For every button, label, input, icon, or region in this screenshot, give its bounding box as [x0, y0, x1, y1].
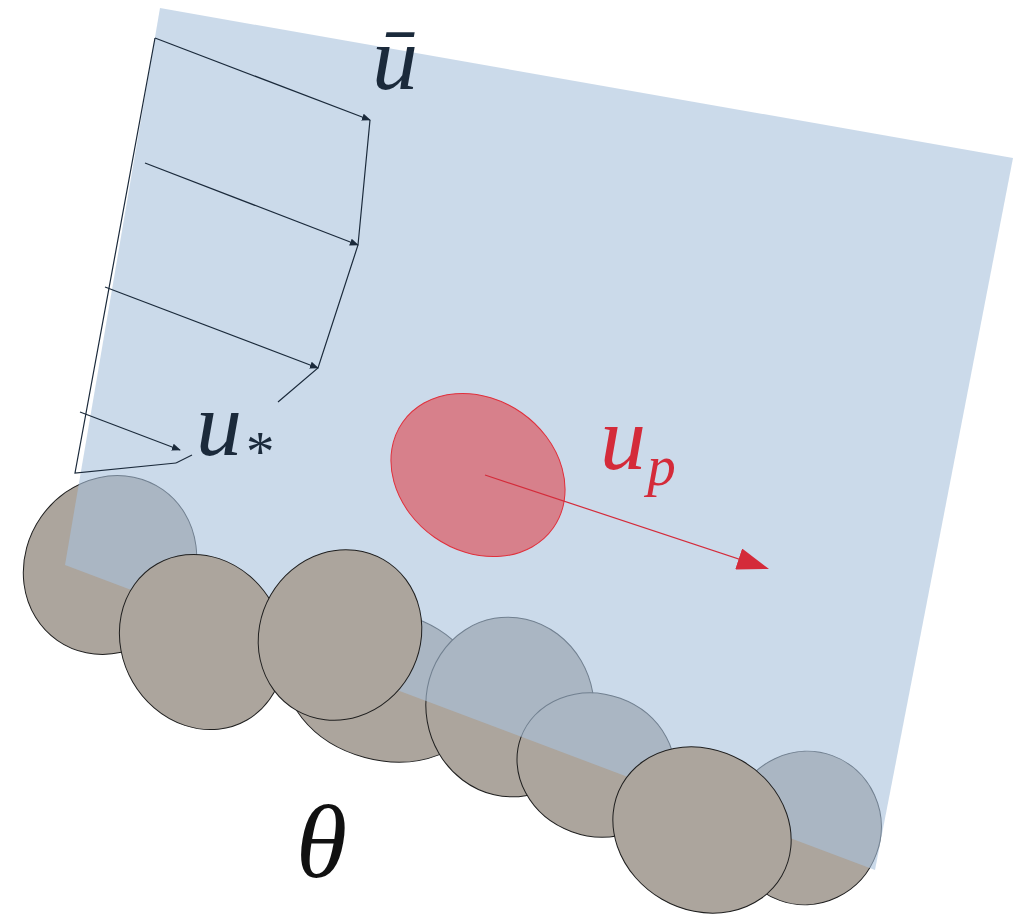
mean-velocity-label: ū — [372, 12, 418, 104]
moving-particle — [359, 360, 766, 590]
water-layer — [65, 8, 1013, 870]
front-gravel — [88, 520, 822, 917]
slope-angle-label: θ — [296, 790, 347, 894]
particle-velocity-label: up — [600, 392, 676, 484]
shear-velocity-label: u* — [196, 378, 272, 470]
